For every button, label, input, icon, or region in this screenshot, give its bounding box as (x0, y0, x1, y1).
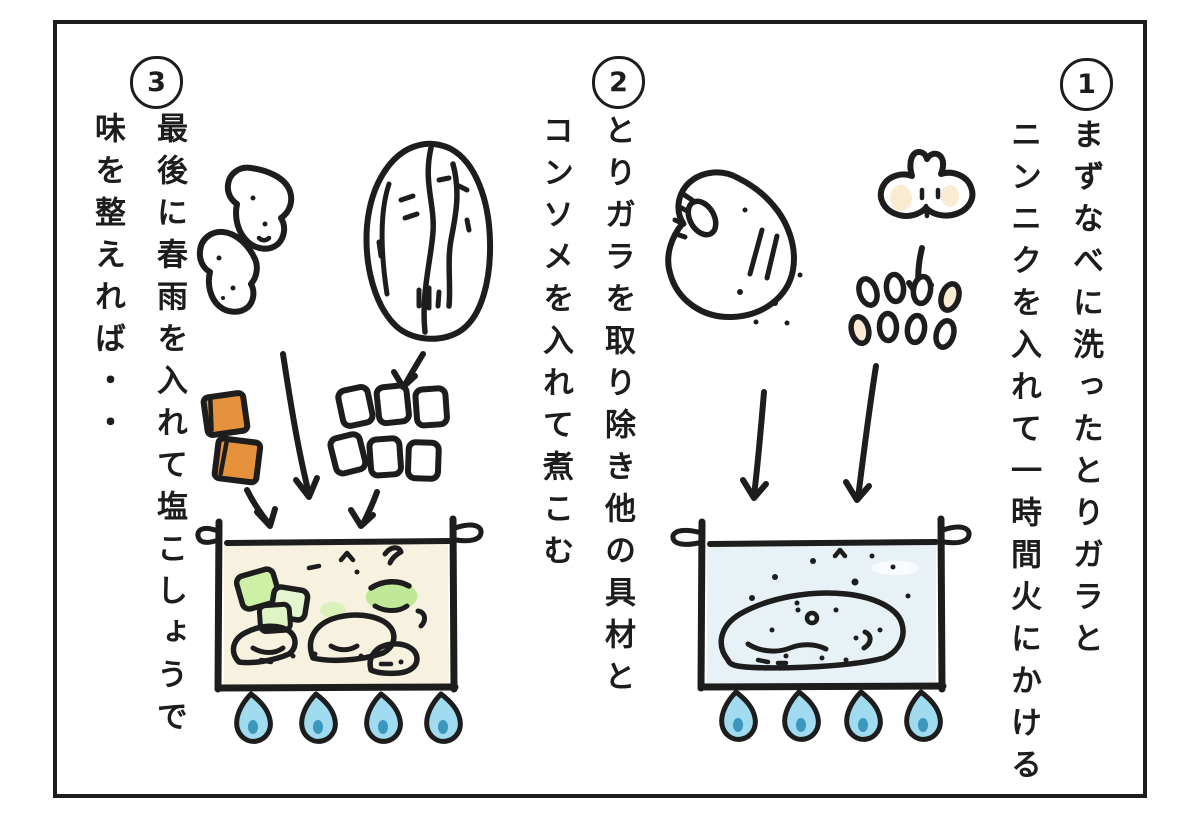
pot-left-handle (670, 527, 701, 547)
step-1-illustration (665, 149, 976, 745)
pot-left-handle (195, 525, 218, 545)
chicken-pieces-drawing (196, 164, 295, 315)
step-3-line-1: 最後に春雨を入れて塩こしょうで (151, 112, 187, 742)
cloves-to-pot-arrow (843, 363, 879, 503)
step-1-number: 1 (1077, 69, 1096, 100)
burner-flames (237, 694, 461, 741)
chicken-to-pot-arrow (280, 351, 320, 500)
step-2-line-1: とりガラを取り除き他の具材と (599, 114, 635, 702)
step-2-text: とりガラを取り除き他の具材と コンソメを入れて煮こむ (522, 114, 648, 796)
garlic-cloves-drawing (848, 271, 962, 350)
chicken-carcass-drawing (665, 169, 803, 326)
step-2-number: 2 (609, 67, 628, 98)
step-2-number-badge: 2 (592, 56, 645, 109)
cut-cabbage-pieces-drawing (327, 382, 450, 482)
step-1-line-2: ニンニクを入れて一時間火にかける (1005, 118, 1041, 790)
step-3-text: 最後に春雨を入れて塩こしょうで 味を整えれば・・ (74, 112, 200, 802)
cubes-to-pot-arrow (244, 487, 278, 529)
pot-right-handle (940, 524, 972, 546)
water-bubbles (749, 547, 911, 606)
step-3-illustration (195, 140, 494, 750)
cabbage-to-pieces-arrow (391, 351, 426, 390)
pot-right-handle (452, 522, 484, 544)
step-2-line-2: コンソメを入れて煮こむ (537, 114, 573, 576)
boiling-carcass-drawing (718, 590, 906, 671)
step-3-number-badge: 3 (130, 56, 183, 109)
consomme-cubes-drawing (200, 390, 264, 486)
pieces-to-pot-arrow (348, 489, 380, 529)
stock-pot-drawing (670, 515, 972, 693)
step-3-number: 3 (147, 67, 166, 98)
burner-flames (722, 692, 941, 739)
soup-pot-drawing (195, 515, 484, 693)
step-1-line-1: まずなべに洗ったとりガラと (1067, 118, 1103, 664)
soup-ingredients (230, 545, 428, 677)
step-1-text: まずなべに洗ったとりガラと ニンニクを入れて一時間火にかける (990, 118, 1116, 798)
step-1-number-badge: 1 (1060, 58, 1113, 111)
step-3-line-2: 味を整えれば・・ (89, 112, 125, 448)
garlic-bulb-drawing (877, 149, 976, 220)
carcass-to-pot-arrow (740, 389, 769, 501)
napa-cabbage-drawing (363, 140, 494, 342)
